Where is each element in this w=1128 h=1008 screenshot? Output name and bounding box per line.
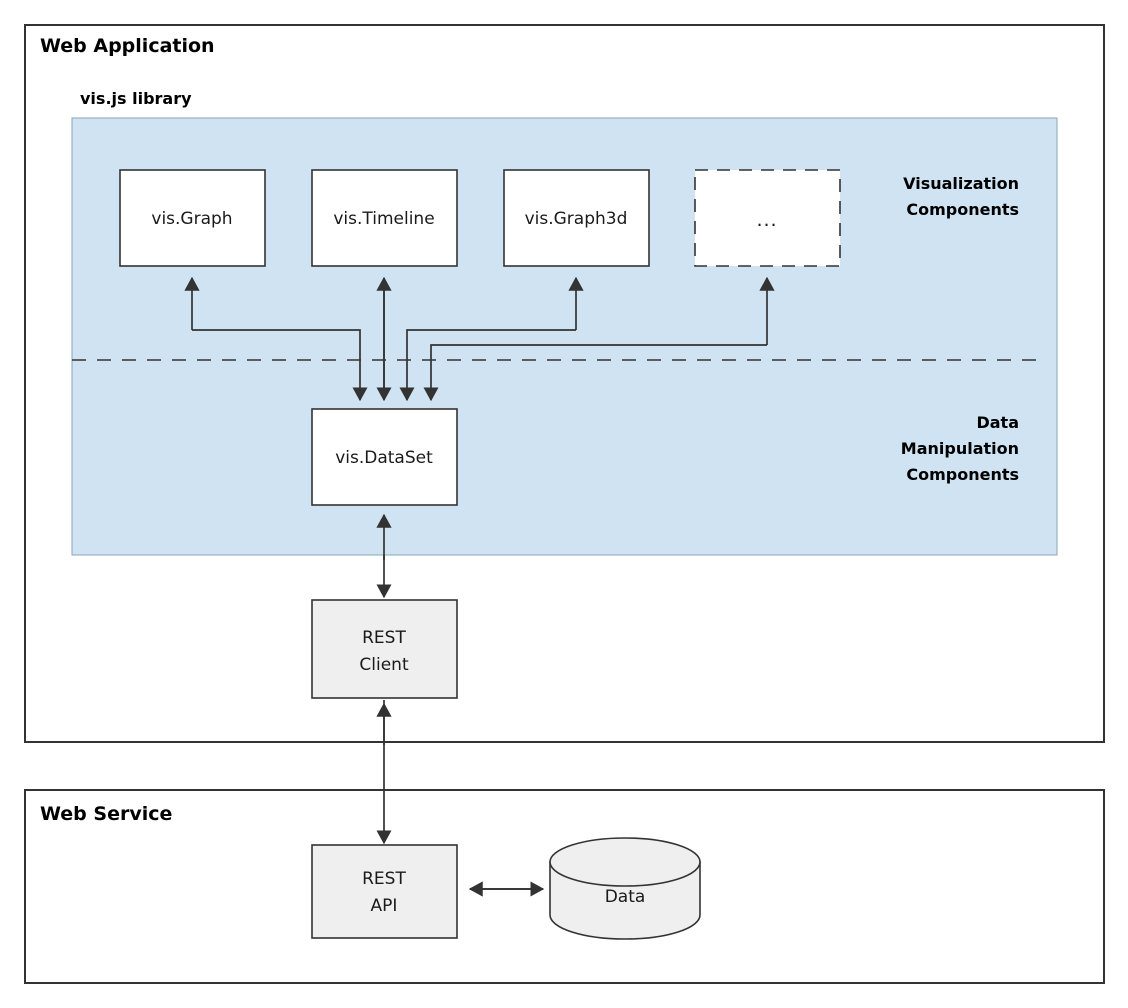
- label-visualization-line1: Visualization: [903, 174, 1019, 193]
- box-vis-graph3d[interactable]: [503, 169, 650, 267]
- label-datamanip-line2: Manipulation: [901, 439, 1019, 458]
- box-rest-client[interactable]: [311, 599, 458, 699]
- title-visjs-library: vis.js library: [80, 89, 192, 108]
- label-vis-more: ...: [756, 209, 777, 231]
- label-datamanip-line3: Components: [906, 465, 1019, 484]
- connector-graph3d-down: [399, 329, 576, 402]
- box-rest-api[interactable]: [311, 844, 458, 939]
- connector-more-down: [423, 344, 767, 402]
- label-vis-dataset: vis.DataSet: [335, 448, 433, 468]
- title-web-service: Web Service: [40, 803, 172, 825]
- label-rest-api-line1: REST: [362, 869, 406, 889]
- label-rest-client-line1: REST: [362, 628, 406, 648]
- label-vis-timeline: vis.Timeline: [333, 209, 434, 229]
- box-vis-dataset[interactable]: [311, 408, 458, 506]
- label-visualization-line2: Components: [906, 200, 1019, 219]
- label-database: Data: [605, 887, 646, 907]
- connector-graph-down: [192, 329, 368, 402]
- title-web-application: Web Application: [40, 35, 215, 57]
- box-vis-timeline[interactable]: [311, 169, 458, 267]
- label-vis-graph: vis.Graph: [151, 209, 232, 229]
- cylinder-database[interactable]: [549, 837, 701, 940]
- label-rest-api-line2: API: [371, 896, 398, 916]
- label-vis-graph3d: vis.Graph3d: [525, 209, 628, 229]
- box-vis-more[interactable]: [694, 169, 841, 267]
- box-vis-graph[interactable]: [119, 169, 266, 267]
- label-rest-client-line2: Client: [359, 655, 409, 675]
- label-datamanip-line1: Data: [976, 413, 1019, 432]
